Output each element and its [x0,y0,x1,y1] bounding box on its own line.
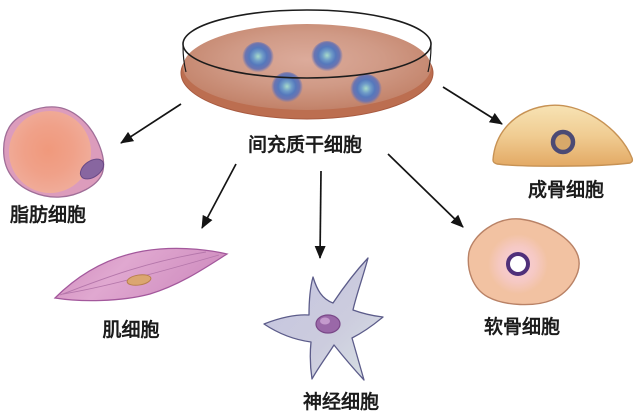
osteoblast-nucleus [550,129,576,155]
stem-cell-dot [350,74,382,106]
petri-dish [180,9,434,120]
arrow-to-chondrocyte [387,153,464,228]
label-osteoblast: 成骨细胞 [528,178,604,201]
neuron-nucleus [315,314,341,334]
label-mesenchymal-stem-cell: 间充质干细胞 [248,133,362,156]
neuron-cell [263,257,384,381]
chondrocyte-nucleus [506,252,530,276]
stem-cells [242,41,382,106]
adipocyte-cell [2,106,105,198]
label-myocyte: 肌细胞 [102,318,159,341]
label-chondrocyte: 软骨细胞 [484,315,560,338]
osteoblast-cell [492,104,634,167]
chondrocyte-cell [467,218,580,306]
dish-glass-rim [182,9,432,79]
stem-cell-dot [242,42,274,74]
arrow-to-neuron [314,170,326,259]
dish-wall-right [427,45,432,73]
dish-medium [183,24,431,110]
myocyte-cell [53,247,229,302]
neuron-nucleolus-highlight [320,317,330,325]
arrow-to-adipocyte [120,103,182,144]
label-adipocyte: 脂肪细胞 [10,203,86,226]
differentiation-arrows [120,86,503,259]
stem-cell-dot [271,72,303,104]
adipocyte-lipid-droplet [9,111,91,193]
adipocyte-nucleus [79,158,105,180]
label-neuron: 神经细胞 [303,390,379,413]
arrow-to-myocyte [201,163,237,229]
myocyte-nucleus [126,274,152,286]
myocyte-striation [59,251,207,296]
dish-wall-left [182,45,187,73]
arrow-to-osteoblast [442,86,503,125]
stem-cell-dot [311,41,343,73]
